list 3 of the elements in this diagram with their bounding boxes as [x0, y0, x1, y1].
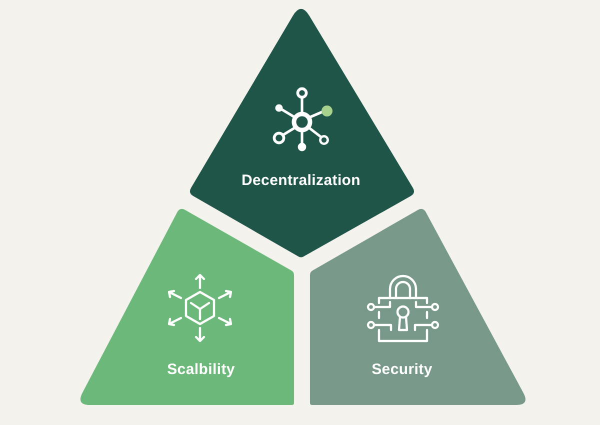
segment-label: Decentralization — [241, 172, 361, 190]
segment-label: Scalbility — [167, 361, 235, 379]
segment-label: Security — [372, 361, 432, 379]
